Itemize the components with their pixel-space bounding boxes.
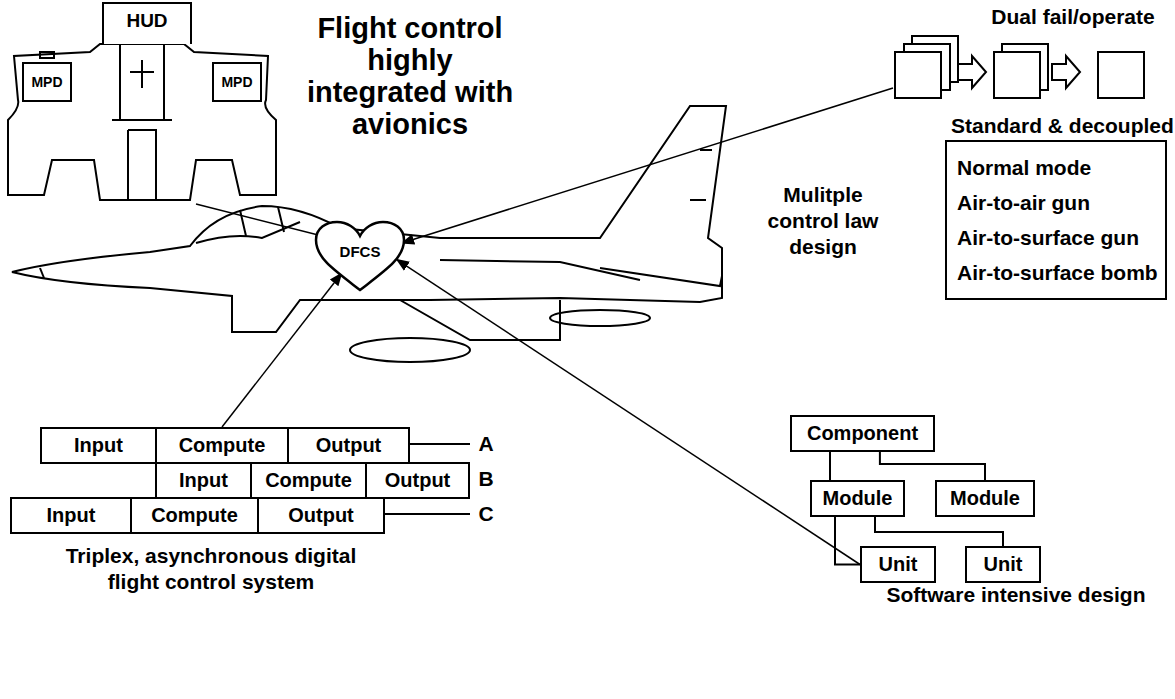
node-text: Compute xyxy=(265,469,352,492)
mode-box: Standard & decoupledNormal modeAir-to-ai… xyxy=(945,112,1167,300)
connector xyxy=(397,260,860,565)
hud-box: HUD xyxy=(102,2,192,44)
node-text: Component xyxy=(807,422,918,445)
jet-aircraft xyxy=(12,106,726,362)
node-text: Normal mode xyxy=(957,150,1155,185)
timing-box: Input xyxy=(155,462,252,499)
node-text: MPD xyxy=(221,74,252,90)
node-text: Air-to-surface gun xyxy=(957,220,1155,255)
node-text: Air-to-surface bomb xyxy=(957,255,1155,290)
node-text: Input xyxy=(179,469,228,492)
timing-box: Compute xyxy=(130,497,259,534)
timing-box: Output xyxy=(287,427,410,464)
unit-box: Unit xyxy=(965,546,1041,583)
text-label: Mulitple control law design xyxy=(758,182,888,260)
dfcs-heart: DFCS xyxy=(314,220,406,292)
connector xyxy=(875,517,1003,546)
text-label: Triplex, asynchronous digital flight con… xyxy=(40,543,382,595)
node-text: MPD xyxy=(31,74,62,90)
connector xyxy=(880,452,985,480)
timing-box: Output xyxy=(365,462,470,499)
node-text: Input xyxy=(74,434,123,457)
node-text: Compute xyxy=(151,504,238,527)
node-text: Output xyxy=(385,469,451,492)
redundancy-squares xyxy=(895,36,1144,98)
unit-box: Unit xyxy=(860,546,936,583)
connector xyxy=(829,452,831,480)
module-box: Module xyxy=(810,480,905,517)
node-text: Module xyxy=(823,487,893,510)
node-text: HUD xyxy=(104,10,190,32)
node-text: Unit xyxy=(984,553,1023,576)
component-box: Component xyxy=(790,415,935,452)
text-label: Dual fail/operate xyxy=(975,4,1171,30)
text-label: B xyxy=(474,466,498,492)
display-box: MPD xyxy=(22,62,72,102)
node-text: Air-to-air gun xyxy=(957,185,1155,220)
node-text: Unit xyxy=(879,553,918,576)
node-text: DFCS xyxy=(340,243,381,260)
cockpit-panel xyxy=(8,44,276,200)
node-text: Input xyxy=(47,504,96,527)
node-text: Compute xyxy=(179,434,266,457)
box-heading: Standard & decoupled xyxy=(951,112,1167,140)
text-label: Software intensive design xyxy=(862,582,1170,608)
module-box: Module xyxy=(935,480,1035,517)
timing-box: Compute xyxy=(250,462,367,499)
connector xyxy=(835,517,860,565)
timing-box: Input xyxy=(40,427,157,464)
timing-box: Input xyxy=(10,497,132,534)
connector xyxy=(222,273,342,427)
mode-frame: Normal modeAir-to-air gunAir-to-surface … xyxy=(945,140,1167,300)
diagram-title: Flight control highly integrated with av… xyxy=(300,12,520,140)
text-label: C xyxy=(474,501,498,527)
text-label: A xyxy=(474,431,498,457)
node-text: Output xyxy=(316,434,382,457)
timing-box: Output xyxy=(257,497,385,534)
timing-box: Compute xyxy=(155,427,289,464)
display-box: MPD xyxy=(212,62,262,102)
node-text: Module xyxy=(950,487,1020,510)
node-text: Output xyxy=(288,504,354,527)
